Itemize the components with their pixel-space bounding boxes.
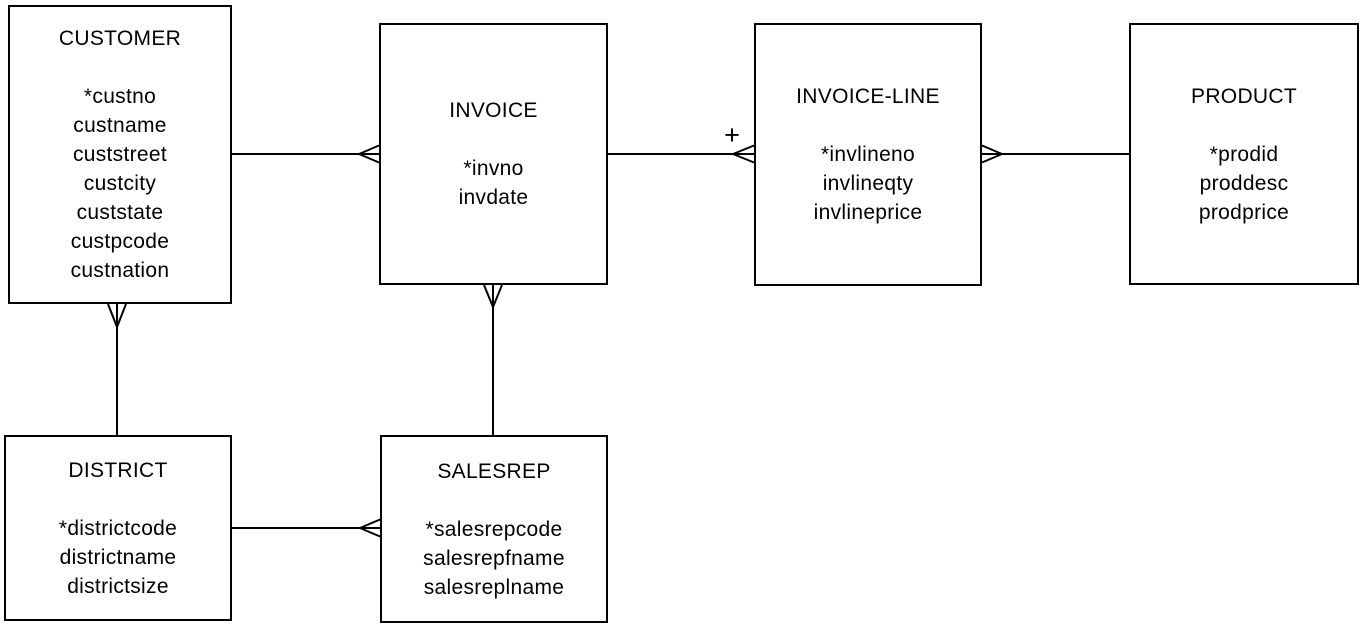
- crow-foot-customer-bottom: [107, 303, 127, 328]
- entity-title: CUSTOMER: [58, 27, 182, 50]
- crow-foot-invoiceline-left: [732, 144, 755, 164]
- attribute: custname: [73, 114, 167, 137]
- entity-title: DISTRICT: [68, 458, 168, 482]
- attribute: custnation: [70, 259, 170, 282]
- entity-invoice: INVOICE *invno invdate: [379, 23, 608, 285]
- attribute: prodprice: [1198, 200, 1290, 224]
- crow-foot-invoiceline-right: [981, 144, 1003, 164]
- attribute: invdate: [458, 186, 529, 209]
- attribute: *prodid: [1209, 142, 1279, 166]
- attribute: custstate: [76, 201, 164, 224]
- entity-invoice-line: INVOICE-LINE *invlineno invlineqty invli…: [754, 23, 982, 286]
- entity-title: INVOICE: [449, 99, 538, 122]
- attribute: proddesc: [1199, 171, 1289, 195]
- crow-foot-invoice-bottom: [483, 284, 503, 308]
- attribute: *salesrepcode: [425, 517, 563, 541]
- attribute: custstreet: [72, 143, 168, 166]
- attribute: *districtcode: [58, 516, 178, 540]
- attribute: *invlineno: [820, 143, 916, 166]
- crow-foot-salesrep-left: [359, 518, 381, 538]
- attribute: salesreplname: [423, 575, 565, 599]
- attribute: *custno: [83, 85, 157, 108]
- attribute: districtname: [59, 545, 177, 569]
- attribute: custpcode: [70, 230, 170, 253]
- mandatory-plus-annotation: +: [724, 120, 740, 150]
- entity-product: PRODUCT *prodid proddesc prodprice: [1129, 23, 1359, 285]
- attribute: districtsize: [67, 574, 169, 598]
- entity-customer: CUSTOMER *custno custname custstreet cus…: [8, 5, 232, 304]
- entity-district: DISTRICT *districtcode districtname dist…: [4, 435, 232, 621]
- attribute: invlineqty: [822, 172, 914, 195]
- attribute: invlineprice: [813, 201, 923, 224]
- entity-title: SALESREP: [437, 459, 551, 483]
- attribute: custcity: [83, 172, 157, 195]
- entity-salesrep: SALESREP *salesrepcode salesrepfname sal…: [380, 435, 608, 623]
- entity-title: PRODUCT: [1191, 84, 1297, 108]
- attribute: salesrepfname: [423, 546, 565, 570]
- entity-title: INVOICE-LINE: [796, 85, 940, 108]
- attribute: *invno: [463, 157, 524, 180]
- crow-foot-invoice-left: [358, 144, 380, 164]
